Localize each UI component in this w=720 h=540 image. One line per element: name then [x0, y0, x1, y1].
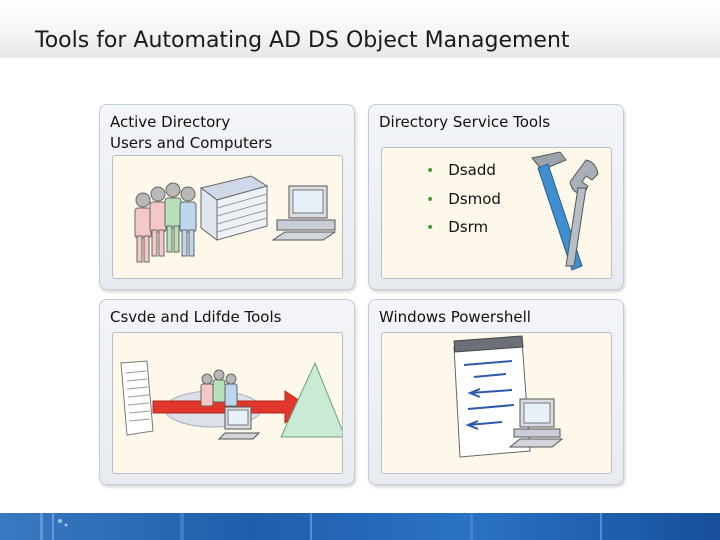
directory-triangle-icon [280, 361, 342, 438]
users-group-icon [200, 369, 238, 407]
panel-csvde-ldifde: Csvde and Ldifde Tools [99, 299, 355, 485]
title-bar [0, 0, 720, 58]
tool-name: Dsrm [448, 218, 489, 236]
illustration-area [112, 332, 343, 474]
panel-title-windows-powershell: Windows Powershell [379, 308, 531, 326]
bullet-icon: • [426, 191, 435, 208]
computer-icon [217, 406, 261, 440]
directory-book-icon [199, 175, 269, 241]
computer-icon [508, 398, 564, 448]
list-item: • Dsmod [426, 185, 501, 214]
computer-icon [271, 185, 337, 241]
script-notepad-icon [453, 335, 531, 458]
panel-active-directory: Active Directory Users and Computers [99, 104, 355, 290]
slide-title: Tools for Automating AD DS Object Manage… [35, 28, 570, 53]
bullet-icon: • [426, 163, 435, 179]
panel-title-directory-service-tools: Directory Service Tools [379, 113, 551, 131]
bullet-icon: • [426, 220, 435, 236]
list-item: • Dsadd [426, 156, 501, 185]
illustration-area: • Dsadd • Dsmod • Dsrm [381, 147, 612, 279]
illustration-area [112, 155, 343, 279]
panel-title-active-directory: Active Directory Users and Computers [110, 113, 273, 152]
panel-windows-powershell: Windows Powershell [368, 299, 624, 485]
illustration-area [381, 332, 612, 474]
panel-directory-service-tools: Directory Service Tools • Dsadd • Dsmod • D… [368, 104, 624, 290]
footer-decoration [40, 513, 602, 540]
tools-list: • Dsadd • Dsmod • Dsrm [426, 156, 501, 242]
tool-name: Dsmod [448, 189, 501, 208]
wrench-icon [565, 159, 599, 267]
users-group-icon [134, 182, 197, 263]
footer-band [0, 513, 720, 540]
panel-title-csvde-ldifde: Csvde and Ldifde Tools [110, 308, 282, 326]
tool-name: Dsadd [448, 161, 496, 179]
document-icon [120, 360, 154, 436]
list-item: • Dsrm [426, 213, 501, 242]
